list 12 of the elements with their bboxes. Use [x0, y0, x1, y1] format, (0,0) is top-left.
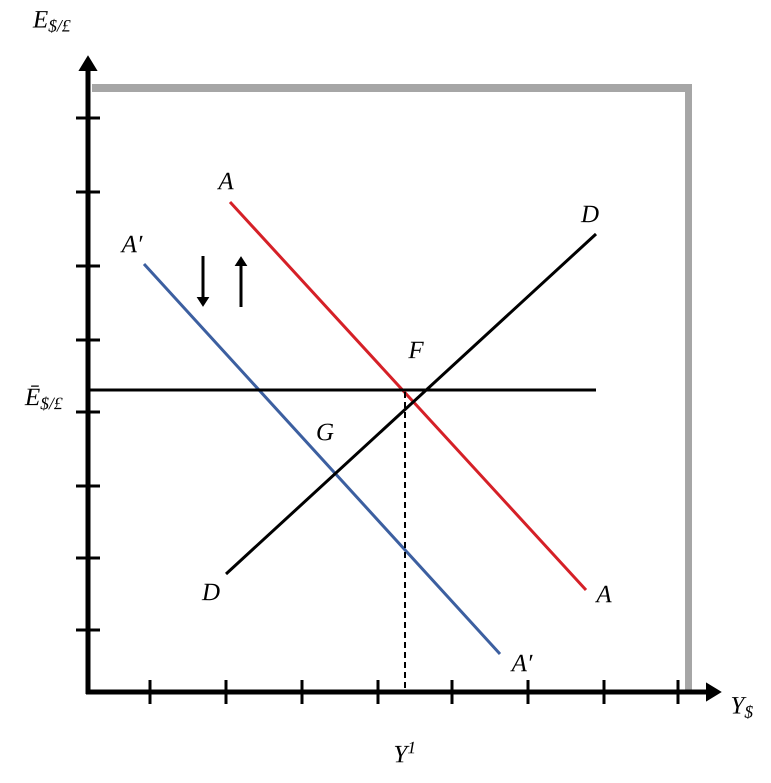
curve-label: A′ [120, 236, 143, 252]
axis-label: E$_{$/£}$ [32, 11, 71, 33]
point-label: F [408, 342, 424, 358]
axis-label: Y$^{1}$ [394, 742, 414, 762]
point-label: G [317, 424, 334, 440]
axis-label: Y$_{$}$ [732, 697, 753, 719]
curve-label: A [217, 172, 234, 190]
curve-label: A [595, 586, 612, 602]
curve-label: A′ [510, 654, 533, 672]
curve-label: D [580, 206, 599, 222]
curve-label: D [202, 584, 220, 600]
axis-label: Ē$_{$/£}$ [24, 386, 63, 410]
